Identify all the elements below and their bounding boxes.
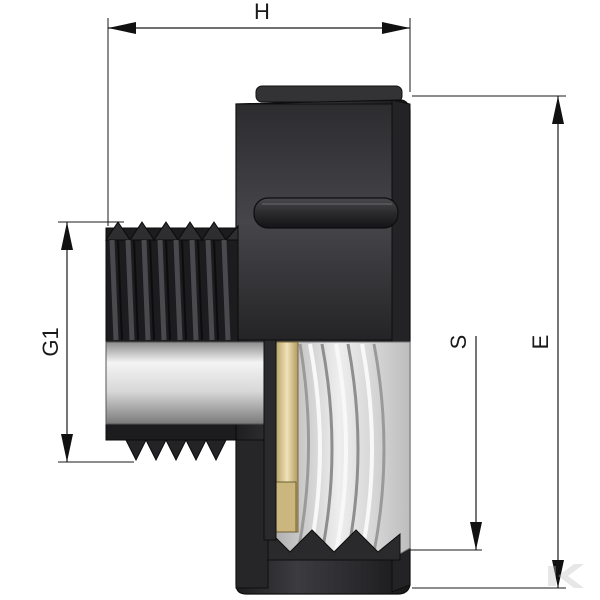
dimension-e: E — [412, 95, 566, 589]
dimension-s-label: S — [446, 335, 471, 350]
dimension-h-label: H — [254, 0, 270, 24]
k-logo-icon — [548, 564, 584, 588]
bore-section — [105, 341, 271, 425]
male-thread — [105, 221, 239, 462]
dimension-s: S — [410, 335, 482, 551]
dimension-h: H — [107, 0, 411, 226]
dimension-g1: G1 — [38, 221, 134, 463]
dimension-g1-label: G1 — [38, 327, 63, 356]
dimension-e-label: E — [528, 335, 553, 350]
seal — [263, 339, 299, 541]
female-thread — [267, 341, 411, 561]
